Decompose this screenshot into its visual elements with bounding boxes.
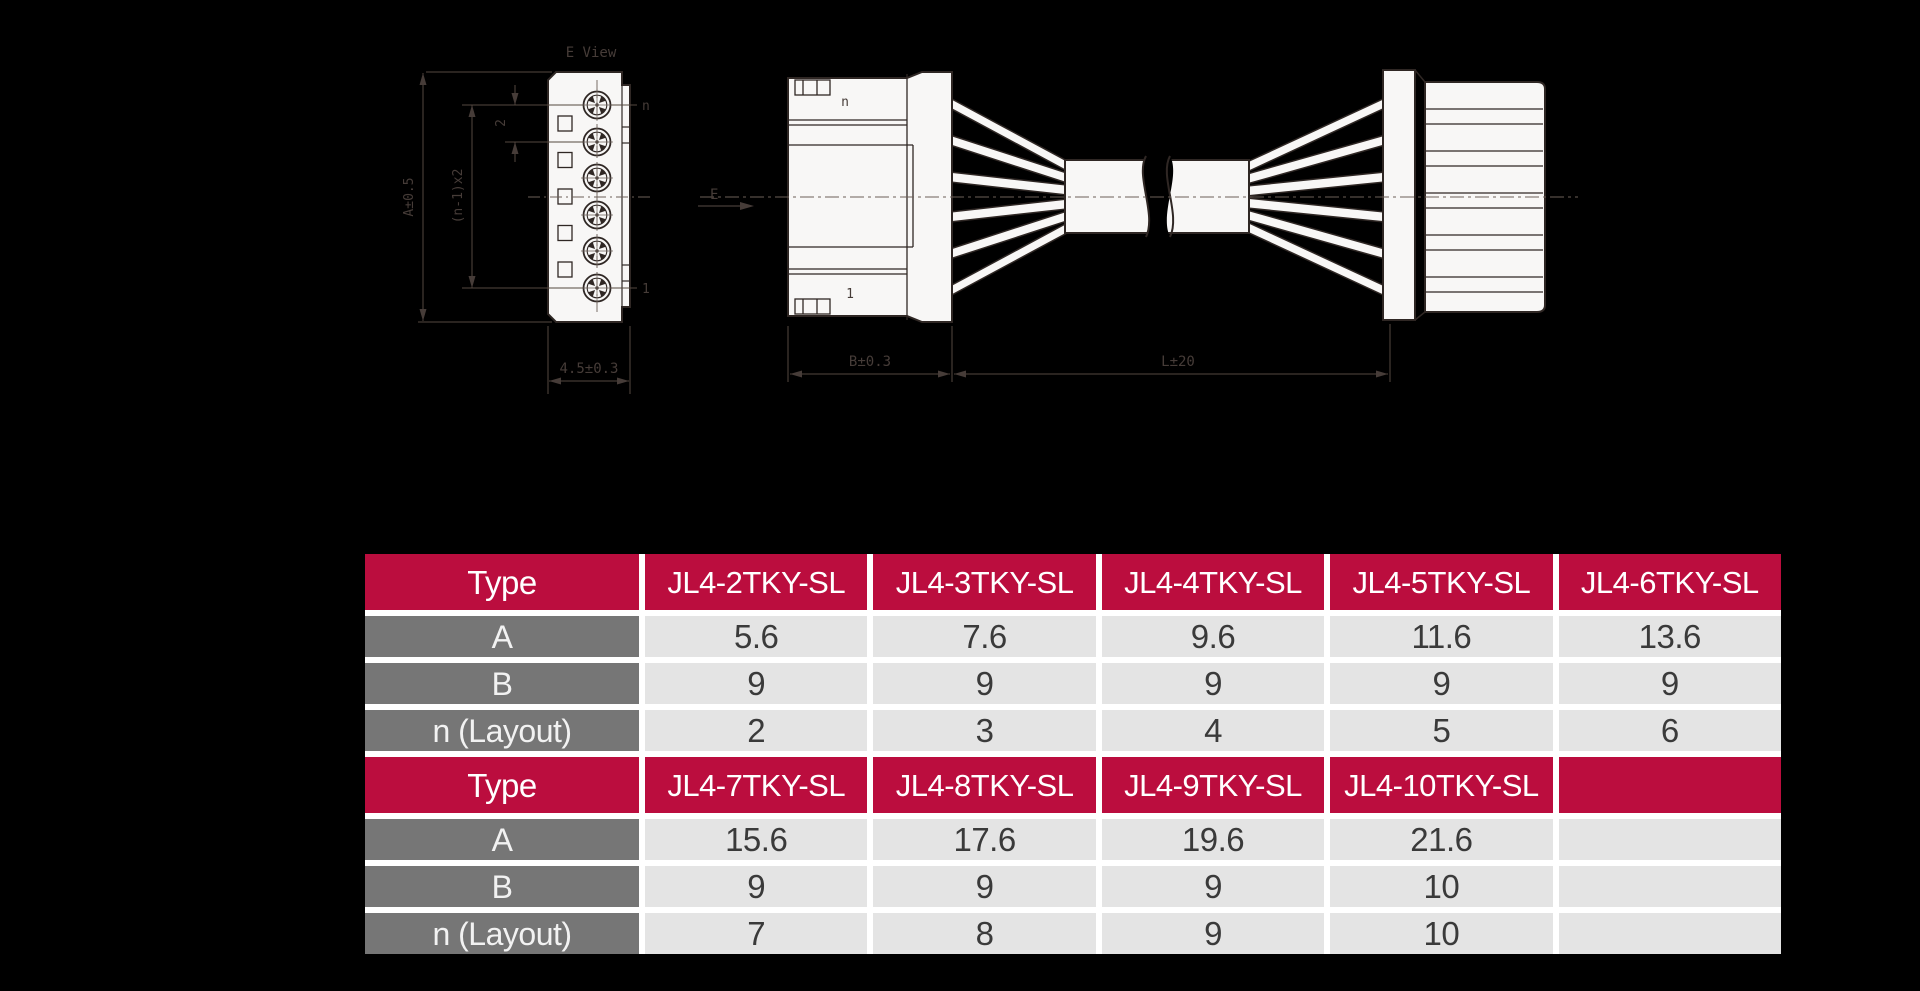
dim-a-label: A±0.5 [402, 177, 417, 216]
dim-l-label: L±20 [1161, 354, 1195, 370]
value-cell: 5 [1330, 710, 1553, 751]
spec-table: Type JL4-2TKY-SL JL4-3TKY-SL JL4-4TKY-SL… [365, 554, 1781, 954]
right-connector-body [1382, 69, 1546, 321]
value-cell: 6 [1558, 710, 1781, 751]
value-cell: 4 [1101, 710, 1325, 751]
value-cell: 9 [645, 866, 868, 907]
dim-b-label: B±0.3 [849, 354, 891, 370]
value-cell: 10 [1330, 913, 1553, 954]
cable-bundle [1064, 155, 1250, 238]
col-header: JL4-2TKY-SL [645, 554, 868, 610]
row-label: n (Layout) [365, 710, 639, 751]
col-header: JL4-5TKY-SL [1330, 554, 1553, 610]
value-cell: 17.6 [873, 819, 1096, 860]
row-label: A [365, 616, 639, 657]
value-cell: 15.6 [645, 819, 868, 860]
value-cell: 7 [645, 913, 868, 954]
value-cell: 2 [645, 710, 868, 751]
value-cell: 3 [873, 710, 1096, 751]
value-cell: 7.6 [873, 616, 1096, 657]
front-pin-1-label: 1 [642, 282, 650, 297]
col-header: JL4-10TKY-SL [1330, 757, 1553, 813]
col-header: JL4-3TKY-SL [873, 554, 1096, 610]
col-header-empty [1558, 757, 1781, 813]
value-cell: 19.6 [1101, 819, 1325, 860]
value-cell: 9 [1330, 663, 1553, 704]
front-view-title: E View [566, 45, 617, 61]
value-cell: 9 [873, 866, 1096, 907]
technical-drawing: E View A±0.5 (n-1)x2 2 4.5±0.3 n 1 [402, 45, 1578, 394]
row-label: n (Layout) [365, 913, 639, 954]
value-cell: 13.6 [1558, 616, 1781, 657]
keying-notches [557, 115, 573, 278]
dim-pitch-label: 2 [494, 119, 509, 127]
value-cell: 11.6 [1330, 616, 1553, 657]
view-e-label: E [710, 187, 718, 203]
value-cell: 5.6 [645, 616, 868, 657]
col-header: JL4-9TKY-SL [1101, 757, 1325, 813]
col-header: JL4-7TKY-SL [645, 757, 868, 813]
front-view-drawing: E View A±0.5 (n-1)x2 2 4.5±0.3 n 1 [402, 45, 650, 394]
dim-width-label: 4.5±0.3 [559, 361, 618, 377]
row-label: A [365, 819, 639, 860]
value-cell: 9 [1101, 663, 1325, 704]
side-pin-n-label: n [841, 95, 849, 110]
row-label: B [365, 866, 639, 907]
col-header: JL4-6TKY-SL [1558, 554, 1781, 610]
value-cell-empty [1558, 866, 1781, 907]
front-pin-n-label: n [642, 99, 650, 114]
value-cell: 10 [1330, 866, 1553, 907]
value-cell: 9 [1101, 866, 1325, 907]
side-view-drawing: n 1 [698, 69, 1578, 382]
view-direction-arrow: E [698, 187, 754, 210]
value-cell: 9.6 [1101, 616, 1325, 657]
col-header: JL4-4TKY-SL [1101, 554, 1325, 610]
side-pin-1-label: 1 [846, 287, 854, 302]
wire-fan-right [1246, 96, 1386, 298]
value-cell: 8 [873, 913, 1096, 954]
value-cell: 21.6 [1330, 819, 1553, 860]
type-header-cell: Type [365, 554, 639, 610]
value-cell-empty [1558, 913, 1781, 954]
value-cell: 9 [873, 663, 1096, 704]
type-header-cell: Type [365, 757, 639, 813]
row-label: B [365, 663, 639, 704]
value-cell: 9 [1101, 913, 1325, 954]
value-cell: 9 [645, 663, 868, 704]
value-cell: 9 [1558, 663, 1781, 704]
col-header: JL4-8TKY-SL [873, 757, 1096, 813]
dim-pitch-total-label: (n-1)x2 [451, 169, 466, 224]
value-cell-empty [1558, 819, 1781, 860]
